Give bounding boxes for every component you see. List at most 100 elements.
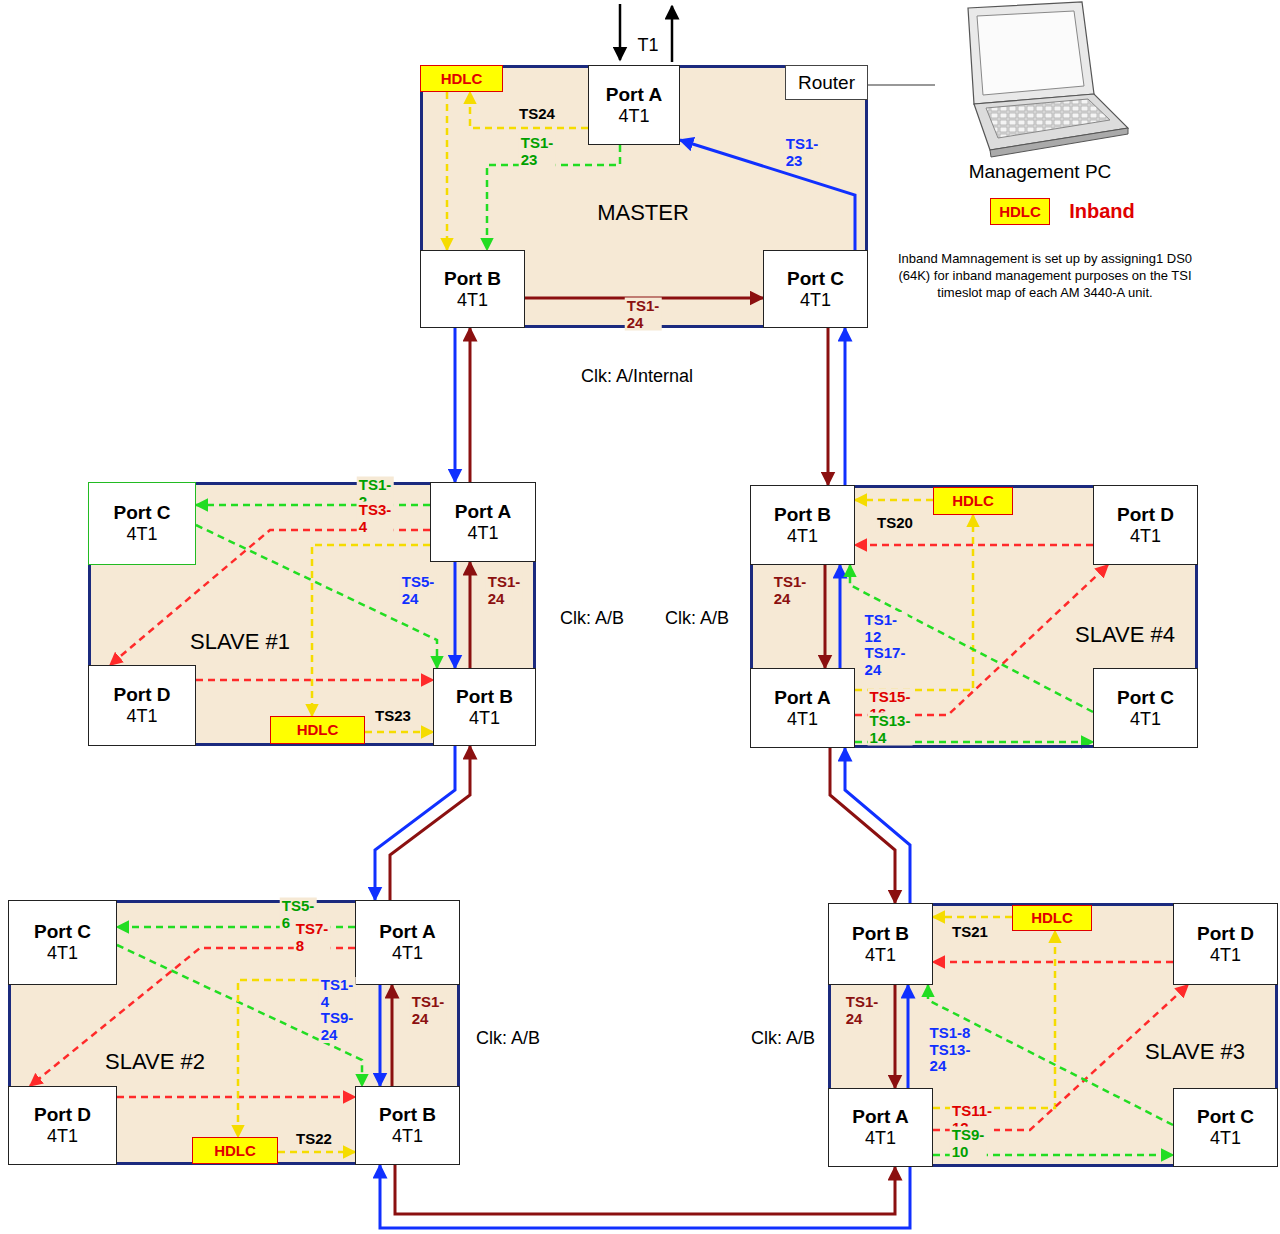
connector — [907, 985, 910, 1088]
port-box: Port B4T1 — [828, 903, 933, 985]
port-type: 4T1 — [800, 290, 831, 311]
connector — [850, 565, 1093, 712]
annotation: Clk: A/B — [665, 608, 729, 629]
port-name: Port B — [852, 923, 909, 945]
port-name: Port A — [852, 1106, 908, 1128]
connector — [830, 748, 895, 903]
unit-box: SLAVE #1Port C4T1Port A4T1Port D4T1HDLCP… — [88, 482, 536, 746]
connector — [928, 985, 1173, 1125]
unit-box: SLAVE #3Port B4T1HDLCPort D4T1Port A4T1P… — [828, 903, 1278, 1167]
port-type: 4T1 — [1210, 945, 1241, 966]
hdlc-box: HDLC — [192, 1137, 278, 1164]
port-box: Port B4T1 — [433, 668, 536, 746]
port-box: Port D4T1 — [8, 1086, 117, 1165]
port-type: 4T1 — [1130, 709, 1161, 730]
timeslot-label: TS9-10 — [950, 1127, 987, 1160]
timeslot-label: TS5-24 — [400, 574, 437, 607]
annotation: Clk: A/B — [560, 608, 624, 629]
port-box: Port A4T1 — [750, 668, 855, 748]
unit-fill — [828, 903, 1278, 1167]
connector — [845, 748, 910, 903]
connector — [855, 544, 1093, 547]
port-name: Port C — [1117, 687, 1174, 709]
port-name: Port C — [114, 502, 171, 524]
unit-title: MASTER — [597, 200, 689, 225]
connector — [454, 562, 457, 668]
port-type: 4T1 — [392, 943, 423, 964]
unit-fill — [88, 482, 536, 746]
unit-fill — [8, 900, 460, 1165]
timeslot-label: TS23 — [373, 708, 413, 725]
laptop-screen — [968, 2, 1094, 104]
timeslot-label: TS22 — [294, 1131, 334, 1148]
timeslot-label: TS13-14 — [868, 713, 913, 746]
unit-fill — [750, 485, 1198, 748]
port-type: 4T1 — [1210, 1128, 1241, 1149]
port-box: Port D4T1 — [1093, 485, 1198, 565]
port-type: 4T1 — [865, 1128, 896, 1149]
port-name: Port A — [379, 921, 435, 943]
connector — [395, 1165, 895, 1214]
port-type: 4T1 — [126, 706, 157, 727]
connector — [855, 499, 933, 502]
port-box: Port D4T1 — [88, 665, 196, 746]
hdlc-box: HDLC — [420, 65, 503, 92]
hdlc-label: HDLC — [297, 721, 339, 738]
port-type: 4T1 — [1130, 526, 1161, 547]
connector — [196, 504, 430, 507]
connector — [379, 985, 382, 1086]
port-name: Port A — [606, 84, 662, 106]
laptop-keyboard — [986, 99, 1110, 138]
connector — [446, 92, 449, 250]
laptop-display — [977, 11, 1084, 95]
port-type: 4T1 — [47, 1126, 78, 1147]
unit-title: SLAVE #3 — [1145, 1039, 1245, 1064]
connector — [868, 84, 935, 85]
note-text: Inband Mamnagement is set up by assignin… — [895, 251, 1195, 302]
port-name: Port D — [114, 684, 171, 706]
connector — [839, 565, 842, 668]
connector — [525, 297, 763, 300]
annotation: Clk: A/Internal — [581, 366, 693, 387]
timeslot-label: TS1-24 — [486, 574, 523, 607]
port-name: Port D — [1117, 504, 1174, 526]
timeslot-label: TS15-16 — [868, 689, 913, 722]
port-box: Port C4T1 — [1173, 1088, 1278, 1167]
hdlc-box: HDLC — [1012, 905, 1092, 931]
annotation: T1 — [637, 35, 658, 56]
port-name: Port C — [787, 268, 844, 290]
port-type: 4T1 — [126, 524, 157, 545]
port-name: Port D — [34, 1104, 91, 1126]
hdlc-label: HDLC — [952, 492, 994, 509]
connector — [117, 926, 355, 929]
port-type: 4T1 — [467, 523, 498, 544]
port-box: Port A4T1 — [355, 900, 460, 985]
connector — [827, 328, 830, 485]
unit-title: SLAVE #1 — [190, 629, 290, 654]
port-type: 4T1 — [618, 106, 649, 127]
timeslot-label: TS1-8 TS13-24 — [928, 1025, 973, 1075]
timeslot-label: TS1-23 — [519, 135, 556, 168]
annotation: Clk: A/B — [751, 1028, 815, 1049]
connector — [933, 1154, 1173, 1157]
port-type: 4T1 — [392, 1126, 423, 1147]
port-name: Port A — [774, 687, 830, 709]
connector — [824, 565, 827, 668]
port-box: Port B4T1 — [750, 485, 855, 565]
connector — [312, 545, 430, 716]
hdlc-box: HDLC — [270, 716, 365, 744]
hdlc-label: HDLC — [441, 70, 483, 87]
timeslot-label: TS1-23 — [784, 136, 821, 169]
port-type: 4T1 — [469, 708, 500, 729]
connector — [390, 746, 470, 900]
connector — [894, 985, 897, 1088]
port-box: Port C4T1 — [8, 900, 117, 985]
timeslot-label: TS21 — [950, 924, 990, 941]
timeslot-label: TS1-24 — [410, 994, 447, 1027]
port-name: Port B — [774, 504, 831, 526]
connector — [469, 562, 472, 668]
